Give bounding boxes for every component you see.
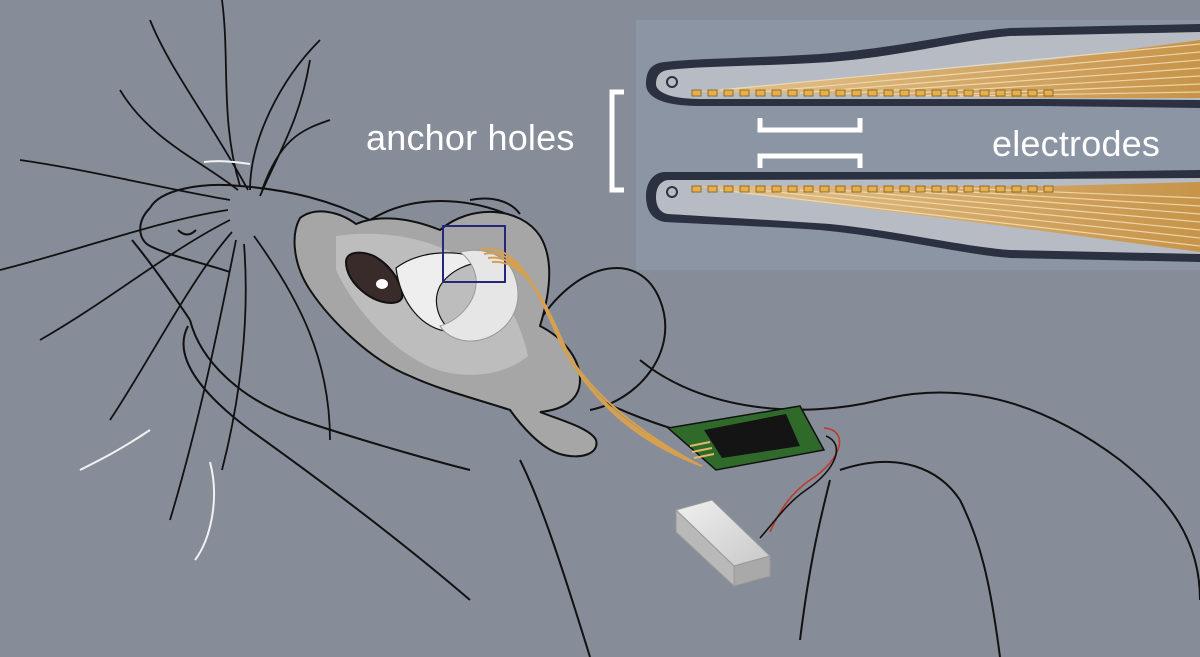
anchor-holes-label: anchor holes bbox=[366, 118, 575, 158]
electrodes-label: electrodes bbox=[992, 124, 1160, 164]
battery bbox=[676, 500, 770, 586]
whiskers bbox=[0, 0, 330, 520]
anchor-bracket bbox=[612, 92, 624, 190]
whiskers-white bbox=[80, 161, 250, 560]
brain-illustration bbox=[295, 199, 597, 457]
